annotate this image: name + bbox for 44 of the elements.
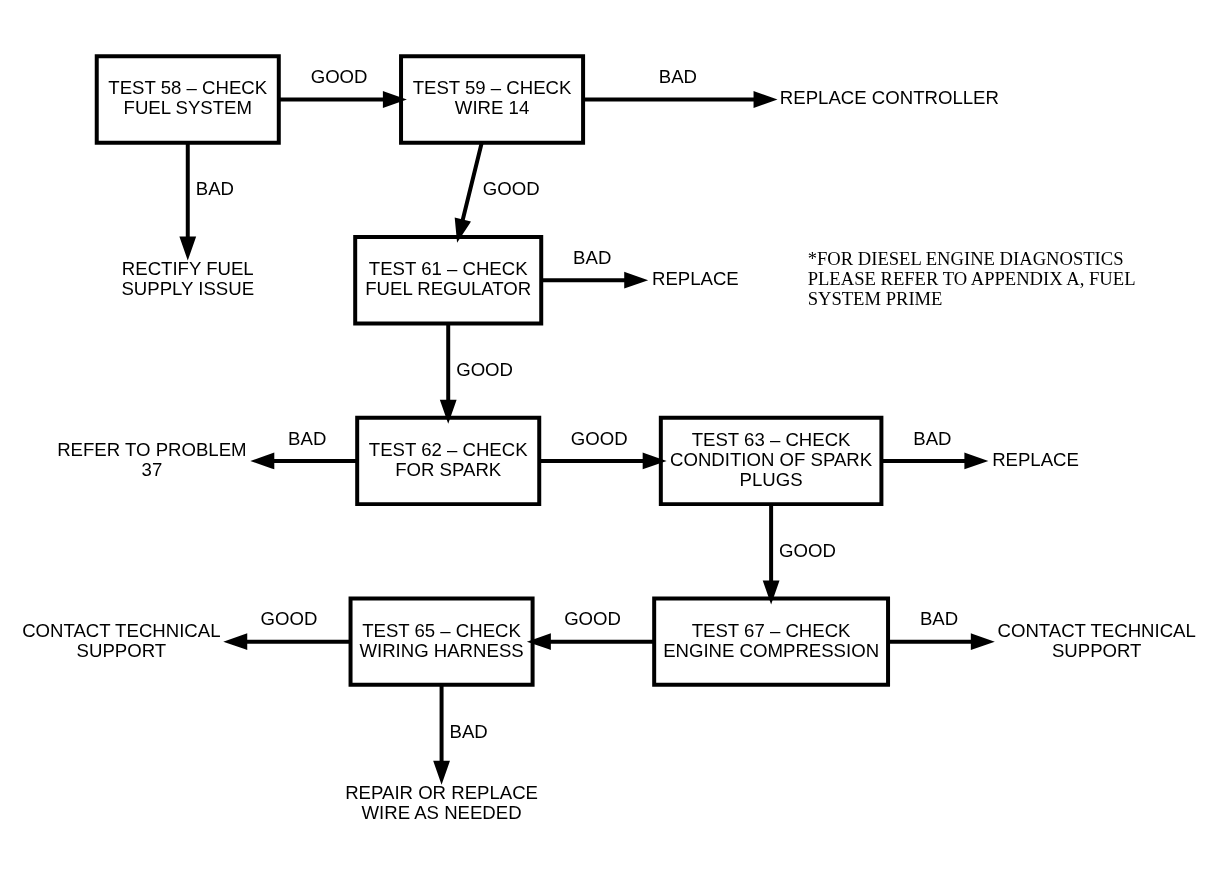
- edge-label: BAD: [449, 720, 488, 742]
- node-box: TEST 65 – CHECK WIRING HARNESS: [348, 596, 535, 687]
- node-text: RECTIFY FUEL SUPPLY ISSUE: [121, 258, 255, 300]
- arrow: [881, 452, 989, 470]
- arrow: [439, 323, 457, 424]
- arrow: [454, 142, 484, 243]
- edge-label: GOOD: [779, 539, 836, 561]
- edge-label: GOOD: [564, 608, 621, 630]
- edge-label: BAD: [195, 178, 234, 200]
- arrow: [762, 504, 780, 605]
- node-box: TEST 63 – CHECK CONDITION OF SPARK PLUGS: [658, 415, 884, 507]
- arrow: [250, 452, 357, 470]
- node-text: CONTACT TECHNICAL SUPPORT: [997, 619, 1196, 661]
- node-text: REPLACE: [651, 268, 739, 290]
- arrow: [179, 143, 197, 261]
- arrow: [539, 452, 667, 470]
- edge-label: GOOD: [310, 66, 368, 88]
- node-box: TEST 61 – CHECK FUEL REGULATOR: [353, 235, 544, 326]
- edge-label: GOOD: [482, 178, 540, 200]
- arrow: [541, 271, 649, 289]
- arrow: [433, 685, 450, 785]
- node-box: TEST 67 – CHECK ENGINE COMPRESSION: [652, 596, 891, 687]
- edge-label: BAD: [288, 427, 327, 449]
- edge-label: BAD: [913, 427, 952, 449]
- edge-label: GOOD: [570, 427, 628, 449]
- arrow: [223, 633, 351, 651]
- edge-label: BAD: [919, 608, 959, 630]
- node-text: REPLACE CONTROLLER: [779, 87, 999, 109]
- label: *FOR DIESEL ENGINE DIAGNOSTICS PLEASE REFER TO APPENDIX A, FUEL SYSTEM PRIME: [807, 248, 1136, 310]
- edge-label: GOOD: [260, 608, 318, 630]
- node-box: TEST 59 – CHECK WIRE 14: [399, 54, 586, 145]
- arrow: [583, 91, 778, 108]
- edge-label: GOOD: [456, 359, 514, 381]
- node-text: REPLACE: [992, 448, 1079, 470]
- arrow: [279, 91, 407, 108]
- node-box: TEST 62 – CHECK FOR SPARK: [355, 415, 542, 507]
- edge-label: BAD: [573, 246, 612, 268]
- node-box: TEST 58 – CHECK FUEL SYSTEM: [94, 54, 281, 145]
- arrow: [526, 633, 654, 651]
- node-text: REPAIR OR REPLACE WIRE AS NEEDED: [345, 782, 539, 824]
- node-text: CONTACT TECHNICAL SUPPORT: [22, 619, 221, 661]
- arrow: [888, 633, 995, 651]
- edge-label: BAD: [658, 66, 698, 88]
- node-text: REFER TO PROBLEM 37: [57, 438, 247, 480]
